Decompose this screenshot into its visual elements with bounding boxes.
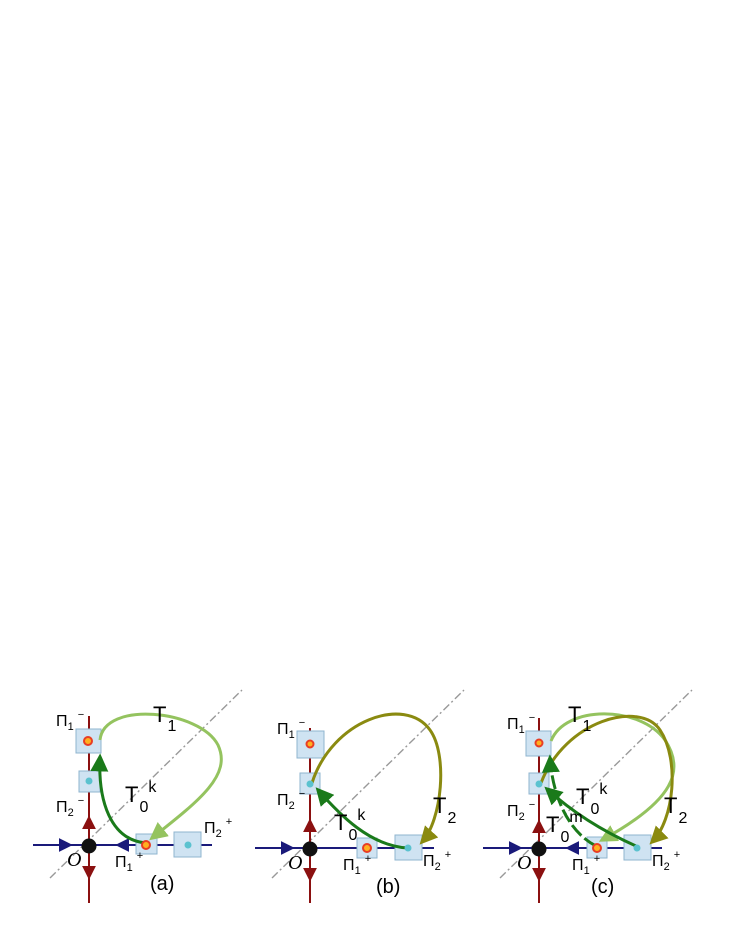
label-t1: T1 — [568, 702, 591, 735]
label-t2: T2 — [433, 793, 456, 827]
caption-c: (c) — [591, 876, 614, 898]
origin-point — [302, 841, 318, 857]
point-pi1-minus — [83, 736, 93, 746]
label-t0k: T0k — [576, 781, 608, 818]
point-pi1-plus — [362, 843, 372, 853]
origin-label: O — [288, 852, 302, 874]
label-t1: T1 — [153, 702, 176, 735]
panel-a: O Π1− Π2− Π1+ Π2+ T1 T0k (a) — [33, 689, 243, 903]
orbit-t0k — [315, 787, 409, 850]
label-t0k: T0k — [125, 779, 157, 816]
point-pi2-minus — [535, 780, 543, 788]
origin-point — [81, 838, 97, 854]
label-t2: T2 — [664, 793, 687, 827]
label-pi1-plus: Π1+ — [115, 850, 143, 874]
orbit-t0k — [90, 753, 147, 845]
point-pi2-plus — [404, 844, 412, 852]
label-pi2-plus: Π2+ — [204, 816, 232, 840]
label-pi1-minus: Π1− — [507, 712, 535, 736]
panel-c: O Π1− Π2− Π1+ Π2+ T1 T2 T0k T0m (c) — [483, 689, 693, 903]
label-t0m: T0m — [546, 809, 583, 846]
orbit-t2 — [310, 712, 443, 845]
orbit-t2 — [539, 714, 674, 845]
origin-label: O — [67, 849, 81, 871]
label-pi2-minus: Π2− — [277, 788, 305, 812]
point-pi2-minus — [85, 777, 93, 785]
label-t0k: T0k — [334, 807, 366, 844]
caption-b: (b) — [376, 876, 400, 898]
label-pi1-plus: Π1+ — [343, 853, 371, 877]
label-pi1-minus: Π1− — [56, 709, 84, 733]
label-pi2-minus: Π2− — [56, 795, 84, 819]
label-pi1-plus: Π1+ — [572, 853, 600, 877]
label-pi2-plus: Π2+ — [423, 849, 451, 873]
orbit-t1 — [98, 712, 223, 841]
origin-point — [531, 841, 547, 857]
orbit-t0k — [544, 786, 637, 848]
point-pi2-minus — [306, 780, 314, 788]
point-pi2-plus — [633, 844, 641, 852]
origin-label: O — [517, 852, 531, 874]
point-pi1-plus — [141, 840, 151, 850]
point-pi1-minus — [534, 738, 544, 748]
panel-b: O Π1− Π2− Π1+ Π2+ T2 T0k (b) — [255, 689, 465, 903]
point-pi1-minus — [305, 739, 315, 749]
point-pi2-plus — [184, 841, 192, 849]
caption-a: (a) — [150, 873, 174, 895]
label-pi2-plus: Π2+ — [652, 849, 680, 873]
point-pi1-plus — [592, 843, 602, 853]
pi2-plus-box — [173, 831, 202, 858]
label-pi1-minus: Π1− — [277, 717, 305, 741]
label-pi2-minus: Π2− — [507, 799, 535, 823]
orbit-t0m — [541, 754, 597, 848]
